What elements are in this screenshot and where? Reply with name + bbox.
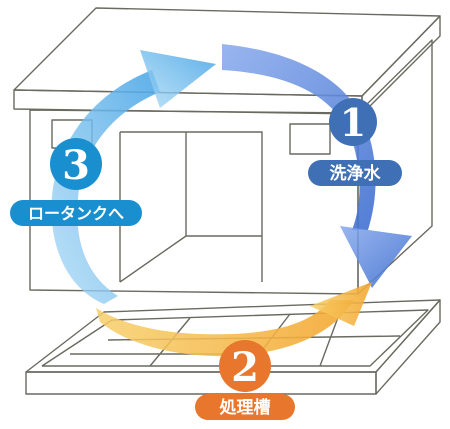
tank-front: [25, 371, 377, 395]
arrow-to-low-tank: [51, 50, 216, 304]
step-3-circle: [50, 138, 102, 190]
step-3-label-box: [10, 200, 142, 226]
step-1-circle: [329, 98, 377, 146]
step-1-label: 洗浄水: [330, 163, 382, 184]
roof-side-edge: [361, 15, 441, 115]
step-2-badge: 2 処理槽: [195, 340, 295, 420]
tank-partition-5: [319, 311, 341, 367]
step-3-number: 3: [62, 142, 90, 189]
building: [13, 7, 441, 295]
step-3-label: ロータンクへ: [28, 204, 124, 223]
step-2-circle: [219, 340, 271, 392]
interior-back-wall: [120, 131, 263, 282]
step-2-number: 2: [231, 344, 259, 391]
step-1-badge: 1 洗浄水: [308, 98, 402, 186]
arrow-treatment: [96, 282, 372, 357]
step-2-label: 処理槽: [219, 397, 271, 418]
tank-side: [375, 299, 441, 395]
window-right: [289, 123, 331, 155]
step-1-label-box: [308, 160, 402, 186]
step-1-number: 1: [340, 100, 366, 145]
step-2-label-box: [195, 394, 295, 420]
step-3-badge: 3 ロータンクへ: [10, 138, 142, 226]
interior-floor: [119, 235, 262, 283]
arrow-wash-water: [222, 44, 412, 288]
